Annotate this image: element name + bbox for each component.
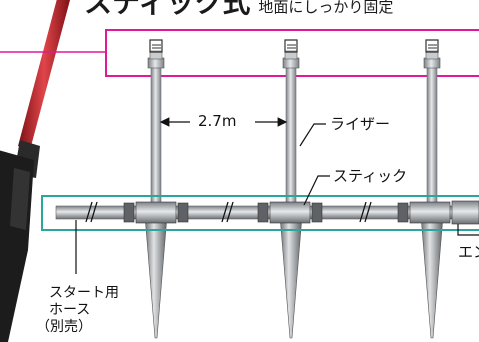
riser (147, 39, 165, 205)
stick-label: スティック (333, 167, 408, 185)
sprinkler-photo (0, 0, 70, 342)
spike (144, 215, 168, 339)
hose-line (55, 200, 479, 225)
riser-label: ライザー (330, 115, 391, 133)
leader-lines (75, 123, 479, 274)
end-cap-leader (457, 224, 479, 236)
hose-label-line3: （別売） (36, 319, 92, 335)
title-main: スティック式 (84, 0, 251, 19)
riser-leader (299, 123, 326, 147)
riser (282, 39, 300, 205)
risers (147, 39, 441, 205)
hose-label-line2: ホース (49, 302, 91, 318)
spike (279, 215, 303, 339)
title-sub: 地面にしっかり固定 (258, 0, 394, 16)
spikes (144, 215, 444, 339)
spike (420, 215, 444, 339)
diagram-title: スティック式地面にしっかり固定 (84, 0, 393, 17)
end-cap-label: エン (458, 243, 479, 261)
riser (423, 39, 441, 205)
hose-label-line1: スタート用 (49, 285, 119, 301)
spacing-label: 2.7m (198, 112, 237, 130)
stick-highlight-frame (41, 195, 479, 231)
stick-leader (303, 175, 330, 206)
